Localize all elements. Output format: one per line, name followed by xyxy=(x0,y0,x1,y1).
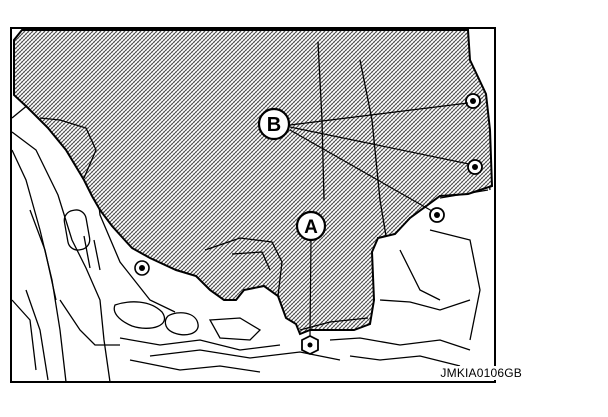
bolt-a xyxy=(301,334,319,356)
clip-b-2 xyxy=(467,159,483,175)
callout-b: B xyxy=(257,107,291,141)
clip-left xyxy=(134,260,150,276)
leader-lines xyxy=(289,102,470,337)
clip-b-1 xyxy=(465,93,481,109)
figure-code: JMKIA0106GB xyxy=(438,366,524,380)
clip-b-3 xyxy=(429,207,445,223)
callout-b-label: B xyxy=(267,114,281,136)
callout-a: A xyxy=(295,210,327,242)
callout-a-label: A xyxy=(304,217,318,238)
